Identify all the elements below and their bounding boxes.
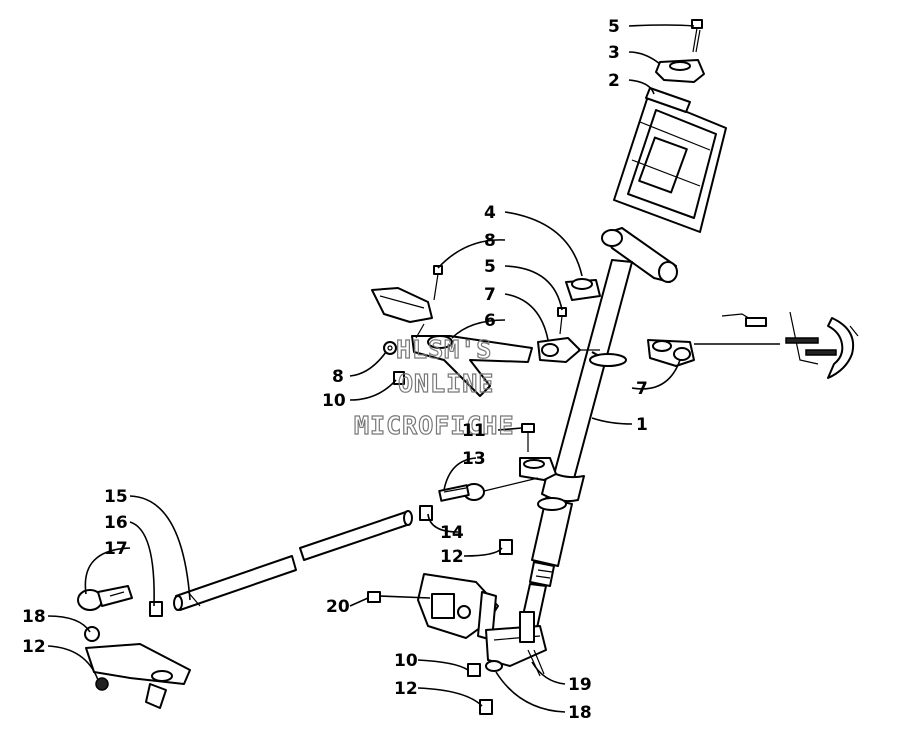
callout-4: 4	[484, 203, 496, 223]
top-screw-part-5	[691, 19, 703, 53]
callout-13: 13	[462, 449, 486, 469]
callout-15: 15	[104, 487, 128, 507]
callout-7-right: 7	[636, 379, 648, 399]
callout-10-left: 10	[322, 391, 346, 411]
nut-part-12-mid	[499, 539, 513, 555]
callout-8-left: 8	[332, 367, 344, 387]
brake-lever-part-6	[371, 287, 533, 397]
lower-bracket-assembly	[417, 573, 547, 667]
cotter-part-19	[527, 649, 545, 677]
bolt-part-20	[367, 591, 431, 603]
screw-part-5-mid	[557, 307, 567, 335]
watermark-line-2: ONLINE	[398, 369, 494, 398]
screw-part-8-top	[433, 265, 443, 301]
leader-lines	[47, 24, 695, 713]
watermark: HLSM'S ONLINE MICROFICHE	[353, 334, 515, 440]
callout-2: 2	[608, 71, 620, 91]
tie-rod-part-15	[173, 510, 413, 611]
callout-18-bot: 18	[568, 703, 592, 723]
jam-nut-part-16	[149, 601, 163, 617]
callout-17: 17	[104, 539, 128, 559]
callouts: 5 3 2 4 8 5 7 6 8 10 7 1 11 13 15 16 14 …	[22, 17, 648, 723]
spindle-arm-lower-left	[84, 626, 191, 709]
callout-11: 11	[462, 421, 486, 441]
nut-part-10-bot	[467, 663, 481, 677]
right-clamp-part-7	[647, 339, 780, 367]
callout-19: 19	[568, 675, 592, 695]
callout-16: 16	[104, 513, 128, 533]
callout-10-bot: 10	[394, 651, 418, 671]
left-clamp-part-7	[537, 337, 600, 363]
nut-part-12-bot	[479, 699, 493, 715]
callout-5-top: 5	[608, 17, 620, 37]
handlebar-pad-part-2	[613, 87, 727, 233]
watermark-line-1: HLSM'S	[396, 335, 492, 364]
watermark-line-3: MICROFICHE	[354, 411, 515, 440]
throttle-hardware-right	[721, 311, 859, 379]
steering-arm-part-13	[479, 457, 557, 493]
nut-part-10-left	[393, 371, 405, 385]
callout-20: 20	[326, 597, 350, 617]
bolt-part-11	[521, 423, 535, 452]
callout-12-bot: 12	[394, 679, 418, 699]
callout-7-mid: 7	[484, 285, 496, 305]
callout-8-top: 8	[484, 231, 496, 251]
steering-post-part-1	[517, 259, 633, 643]
callout-1: 1	[636, 415, 648, 435]
tie-rod-end-part-17	[77, 585, 133, 611]
nut-part-8-left	[383, 341, 397, 355]
callout-14: 14	[440, 523, 464, 543]
callout-12-left: 12	[22, 637, 46, 657]
callout-6: 6	[484, 311, 496, 331]
handlebar-mount-part-4	[565, 227, 678, 301]
washer-part-18-bot	[485, 660, 503, 672]
jam-nut-part-14	[419, 505, 433, 521]
top-clamp-part-3	[655, 59, 705, 83]
callout-5-mid: 5	[484, 257, 496, 277]
callout-12-mid: 12	[440, 547, 464, 567]
callout-3: 3	[608, 43, 620, 63]
callout-18-left: 18	[22, 607, 46, 627]
tie-rod-end-upper	[438, 483, 485, 502]
